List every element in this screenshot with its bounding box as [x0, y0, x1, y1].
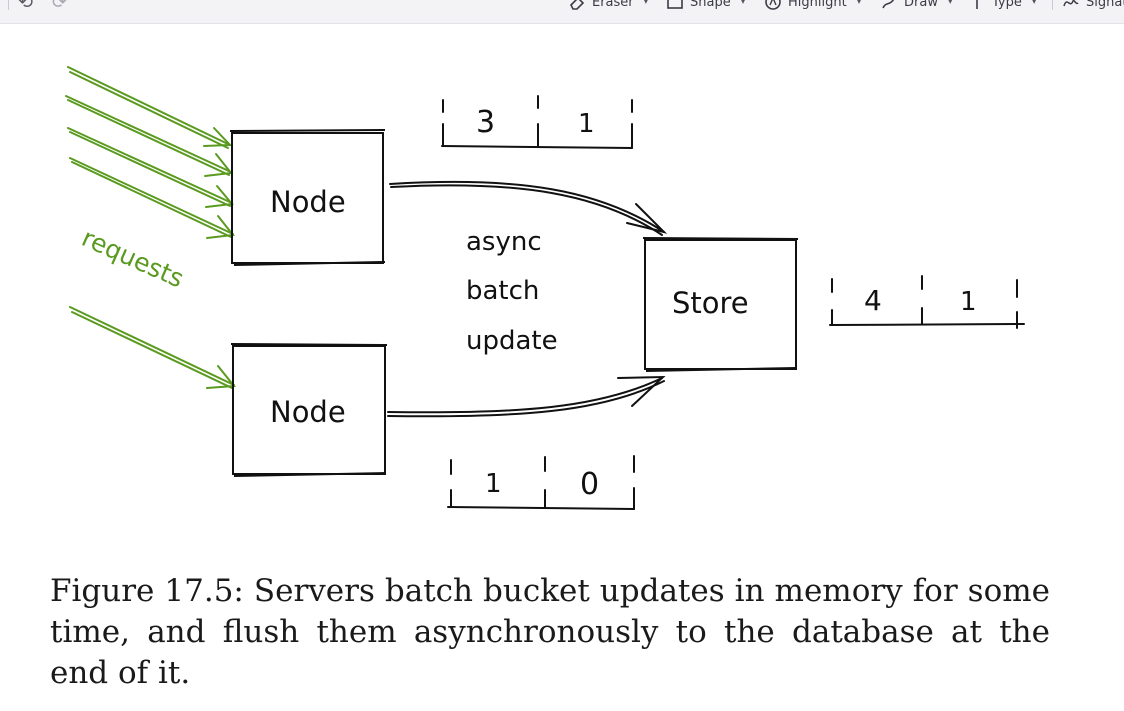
eraser-tool-label: Eraser	[592, 0, 634, 10]
chevron-down-icon: ▾	[643, 0, 649, 7]
highlight-icon	[765, 0, 781, 10]
chevron-down-icon: ▾	[856, 0, 862, 7]
request-arrows-top	[65, 66, 235, 239]
chevron-down-icon: ▾	[947, 0, 953, 7]
arrow-label-line-3: update	[466, 326, 558, 356]
requests-label: requests	[78, 223, 189, 293]
buffer-store	[829, 275, 1025, 329]
signature-icon	[1063, 0, 1079, 7]
buffer-bottom-cell-1: 1	[485, 469, 502, 499]
toolbar-divider	[1052, 0, 1053, 10]
annotation-toolbar: ⟲ ⟳ Eraser ▾ Shape ▾ Highlight ▾ Draw ▾	[0, 0, 1124, 24]
highlight-tool-label: Highlight	[788, 0, 847, 10]
arrow-label-line-1: async	[466, 227, 542, 257]
type-tool-button[interactable]: Type ▾	[968, 0, 1036, 13]
shape-tool-label: Shape	[690, 0, 731, 10]
shape-tool-button[interactable]: Shape ▾	[666, 0, 745, 13]
buffer-top	[441, 95, 633, 149]
arrow-bottom-to-store	[387, 375, 666, 418]
buffer-bottom	[447, 455, 635, 510]
signature-tool-button[interactable]: Signat	[1062, 0, 1124, 13]
node-bottom	[230, 343, 388, 477]
store-label: Store	[672, 286, 749, 320]
node-top-label: Node	[270, 185, 346, 219]
buffer-bottom-cell-2: 0	[580, 467, 599, 502]
type-tool-label: Type	[992, 0, 1022, 10]
buffer-top-cell-2: 1	[578, 109, 595, 139]
toolbar-divider	[8, 0, 9, 10]
store-box	[642, 237, 799, 372]
batch-update-diagram: requests Node Node Store async batch upd…	[65, 66, 1025, 510]
arrow-label-line-2: batch	[466, 276, 539, 306]
highlight-tool-button[interactable]: Highlight ▾	[764, 0, 861, 13]
figure-caption: Figure 17.5: Servers batch bucket update…	[50, 573, 1050, 691]
chevron-down-icon: ▾	[740, 0, 746, 7]
eraser-icon	[570, 0, 585, 10]
node-bottom-label: Node	[270, 395, 346, 429]
buffer-top-cell-1: 3	[476, 105, 495, 140]
request-arrows-bottom	[69, 306, 236, 389]
signature-tool-label: Signat	[1086, 0, 1124, 10]
eraser-tool-button[interactable]: Eraser ▾	[568, 0, 648, 13]
draw-tool-label: Draw	[904, 0, 938, 10]
arrow-top-to-store	[389, 180, 668, 236]
redo-icon[interactable]: ⟳	[52, 0, 68, 13]
shape-icon	[667, 0, 683, 9]
buffer-store-cell-1: 4	[864, 284, 882, 317]
draw-tool-button[interactable]: Draw ▾	[880, 0, 953, 13]
buffer-store-cell-2: 1	[960, 287, 977, 317]
draw-icon	[882, 0, 895, 9]
undo-icon[interactable]: ⟲	[18, 0, 34, 13]
type-icon	[976, 0, 978, 9]
node-top	[229, 129, 386, 266]
chevron-down-icon: ▾	[1031, 0, 1037, 7]
